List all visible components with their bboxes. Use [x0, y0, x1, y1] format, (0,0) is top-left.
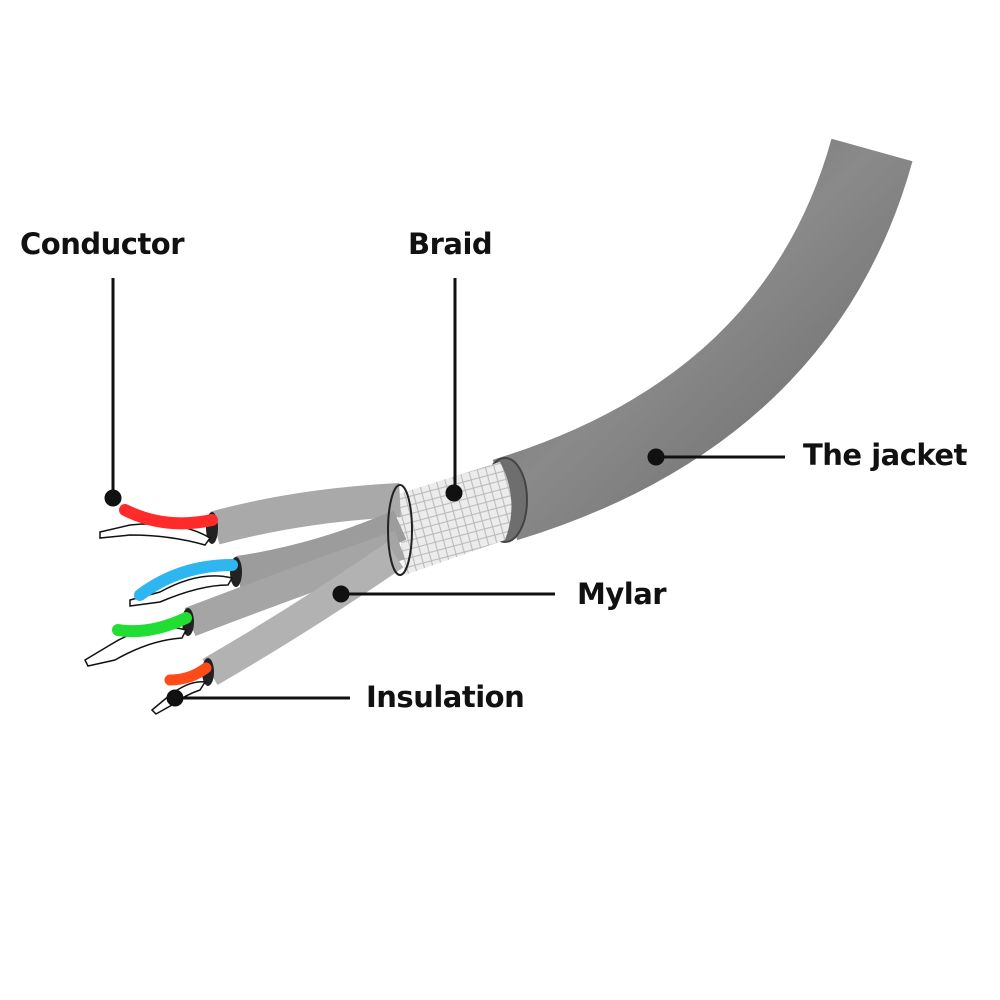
label-conductor: Conductor	[20, 227, 185, 261]
jacket	[492, 138, 913, 541]
label-jacket: The jacket	[803, 438, 967, 472]
label-insulation: Insulation	[366, 680, 525, 714]
braid	[395, 462, 512, 575]
label-braid: Braid	[408, 227, 493, 261]
conductor-red	[119, 504, 218, 530]
leader-lines	[104, 278, 785, 707]
conductor-orange	[164, 662, 212, 686]
conductor-blue	[134, 559, 238, 601]
label-mylar: Mylar	[577, 577, 667, 611]
mylar-ring	[387, 484, 413, 576]
pair-tubes	[184, 483, 407, 685]
conductor-green	[112, 612, 192, 638]
